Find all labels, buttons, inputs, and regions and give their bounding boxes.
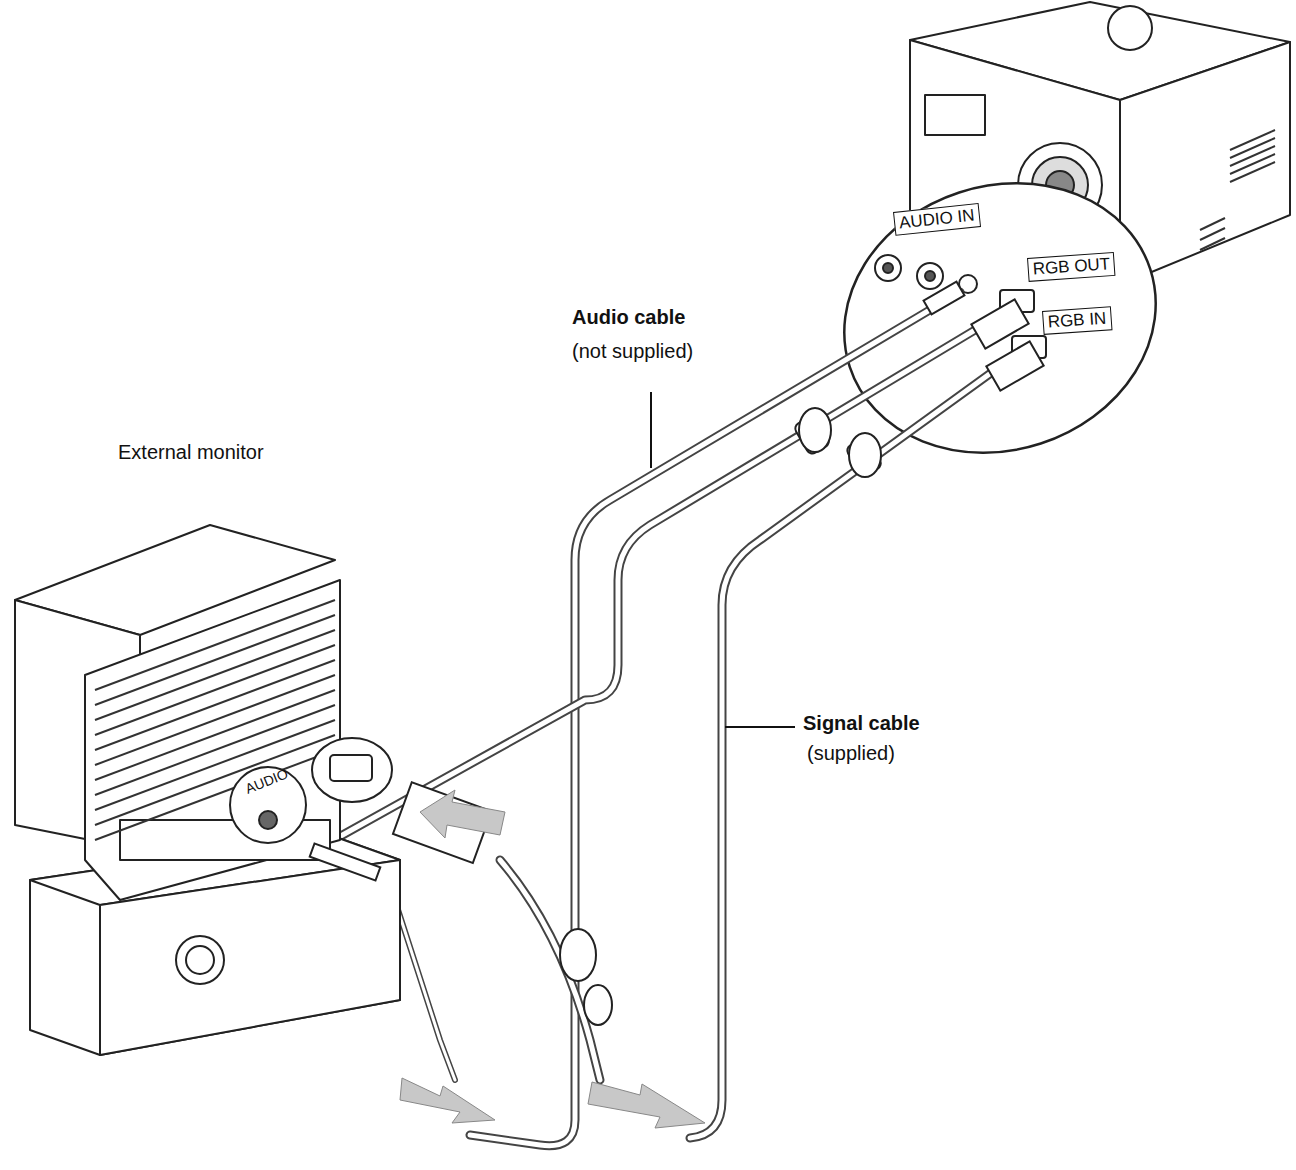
cable-note: (not supplied)	[572, 340, 693, 363]
cable-name: Signal cable	[803, 712, 920, 735]
port-label: RGB IN	[1042, 306, 1112, 334]
plugs	[793, 282, 1044, 478]
cables	[330, 292, 1020, 1146]
direction-arrows	[400, 790, 705, 1128]
leader-lines	[651, 392, 795, 727]
projector-control-pad	[1108, 6, 1152, 50]
computer-ports	[176, 408, 881, 1025]
external-monitor	[15, 525, 400, 1055]
projector-port-area	[925, 95, 985, 135]
cable-name: Audio cable	[572, 306, 685, 329]
projector-side	[1120, 42, 1290, 285]
projector-vents	[1200, 130, 1275, 250]
panel-closeup	[809, 144, 1191, 493]
device-name: External monitor	[118, 441, 264, 464]
cable-note: (supplied)	[807, 742, 895, 765]
